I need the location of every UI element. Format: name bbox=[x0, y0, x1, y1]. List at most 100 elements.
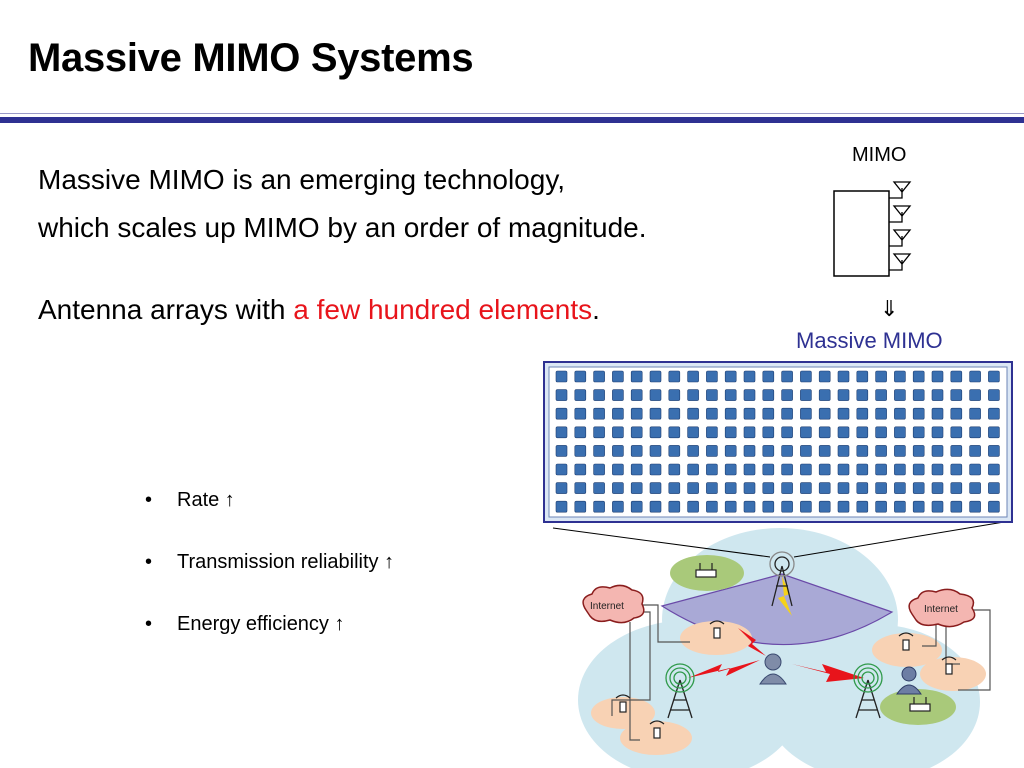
link-left bbox=[688, 660, 760, 678]
array-element bbox=[630, 407, 643, 420]
array-element bbox=[969, 389, 981, 401]
array-element bbox=[781, 370, 793, 383]
wireless-links bbox=[688, 628, 864, 682]
array-element bbox=[800, 370, 812, 383]
array-element bbox=[912, 407, 925, 420]
array-element bbox=[856, 463, 869, 476]
array-element bbox=[574, 426, 587, 439]
array-element bbox=[668, 500, 681, 513]
array-element bbox=[612, 370, 624, 383]
area-green-right bbox=[880, 689, 956, 725]
array-element bbox=[988, 389, 1000, 401]
array-elements bbox=[555, 370, 1000, 513]
array-element bbox=[612, 426, 624, 439]
array-element bbox=[969, 463, 981, 476]
array-element bbox=[950, 463, 963, 476]
array-element bbox=[555, 426, 568, 439]
user-icon bbox=[759, 653, 787, 685]
array-element bbox=[894, 463, 906, 476]
bullet-marker: • bbox=[145, 489, 153, 511]
array-element bbox=[555, 407, 568, 420]
array-element bbox=[988, 370, 1000, 383]
array-element bbox=[612, 389, 624, 401]
area-orange-5 bbox=[620, 721, 692, 755]
array-element bbox=[781, 445, 793, 457]
array-element bbox=[762, 407, 775, 420]
area-orange-2 bbox=[872, 633, 942, 667]
array-element bbox=[912, 370, 925, 383]
array-element bbox=[574, 407, 587, 420]
array-element bbox=[781, 407, 793, 420]
array-element bbox=[593, 370, 605, 383]
intro-line-1: Massive MIMO is an emerging technology, bbox=[38, 164, 566, 195]
array-element bbox=[668, 407, 681, 420]
array-element bbox=[630, 482, 643, 494]
array-element bbox=[818, 407, 831, 420]
array-element bbox=[593, 482, 605, 494]
array-element bbox=[649, 426, 662, 439]
array-element bbox=[687, 482, 699, 494]
array-element bbox=[818, 500, 831, 513]
array-element bbox=[668, 370, 681, 383]
array-element bbox=[800, 426, 812, 439]
array-element bbox=[724, 370, 737, 383]
array-element bbox=[630, 370, 643, 383]
antenna-icon bbox=[898, 632, 914, 651]
array-element bbox=[649, 500, 662, 513]
array-element bbox=[988, 463, 1000, 476]
array-element bbox=[912, 500, 925, 513]
array-element bbox=[969, 426, 981, 439]
array-element bbox=[988, 500, 1000, 513]
array-element bbox=[781, 463, 793, 476]
intro-line-2: which scales up MIMO by an order of magn… bbox=[38, 212, 647, 243]
list-item: •Energy efficiency ↑ bbox=[145, 608, 394, 670]
array-element bbox=[687, 407, 699, 420]
array-element bbox=[668, 463, 681, 476]
array-element bbox=[574, 445, 587, 457]
title-underline bbox=[0, 117, 1024, 123]
array-element bbox=[555, 463, 568, 476]
array-element bbox=[724, 426, 737, 439]
list-item: •Transmission reliability ↑ bbox=[145, 546, 394, 608]
array-element bbox=[743, 407, 756, 420]
coverage-cell-center bbox=[662, 528, 898, 712]
array-element bbox=[668, 389, 681, 401]
array-element bbox=[837, 407, 850, 420]
down-arrow: ⇓ bbox=[880, 296, 899, 321]
array-element bbox=[875, 407, 887, 420]
array-element bbox=[912, 445, 925, 457]
array-element bbox=[724, 445, 737, 457]
array-element bbox=[574, 389, 587, 401]
array-element bbox=[931, 389, 944, 401]
array-element bbox=[837, 482, 850, 494]
array-element bbox=[837, 500, 850, 513]
bullet-marker: • bbox=[145, 613, 153, 635]
array-element bbox=[837, 370, 850, 383]
array-element bbox=[950, 482, 963, 494]
array-element bbox=[800, 500, 812, 513]
array-element bbox=[837, 445, 850, 457]
array-element bbox=[687, 463, 699, 476]
array-element bbox=[630, 426, 643, 439]
array-element bbox=[818, 389, 831, 401]
array-element bbox=[630, 389, 643, 401]
internet-cloud-right bbox=[908, 588, 976, 628]
array-element bbox=[743, 370, 756, 383]
antenna-suffix: . bbox=[592, 294, 600, 325]
array-element bbox=[856, 426, 869, 439]
array-element bbox=[950, 370, 963, 383]
array-element bbox=[800, 407, 812, 420]
array-element bbox=[612, 407, 624, 420]
array-element bbox=[649, 370, 662, 383]
array-element bbox=[969, 482, 981, 494]
antenna-icon bbox=[615, 694, 631, 713]
array-element bbox=[894, 407, 906, 420]
antenna-icon bbox=[941, 656, 957, 675]
array-element bbox=[630, 445, 643, 457]
array-element bbox=[931, 426, 944, 439]
array-element bbox=[762, 370, 775, 383]
array-element bbox=[837, 463, 850, 476]
array-element bbox=[931, 482, 944, 494]
array-element bbox=[687, 426, 699, 439]
array-element bbox=[687, 445, 699, 457]
